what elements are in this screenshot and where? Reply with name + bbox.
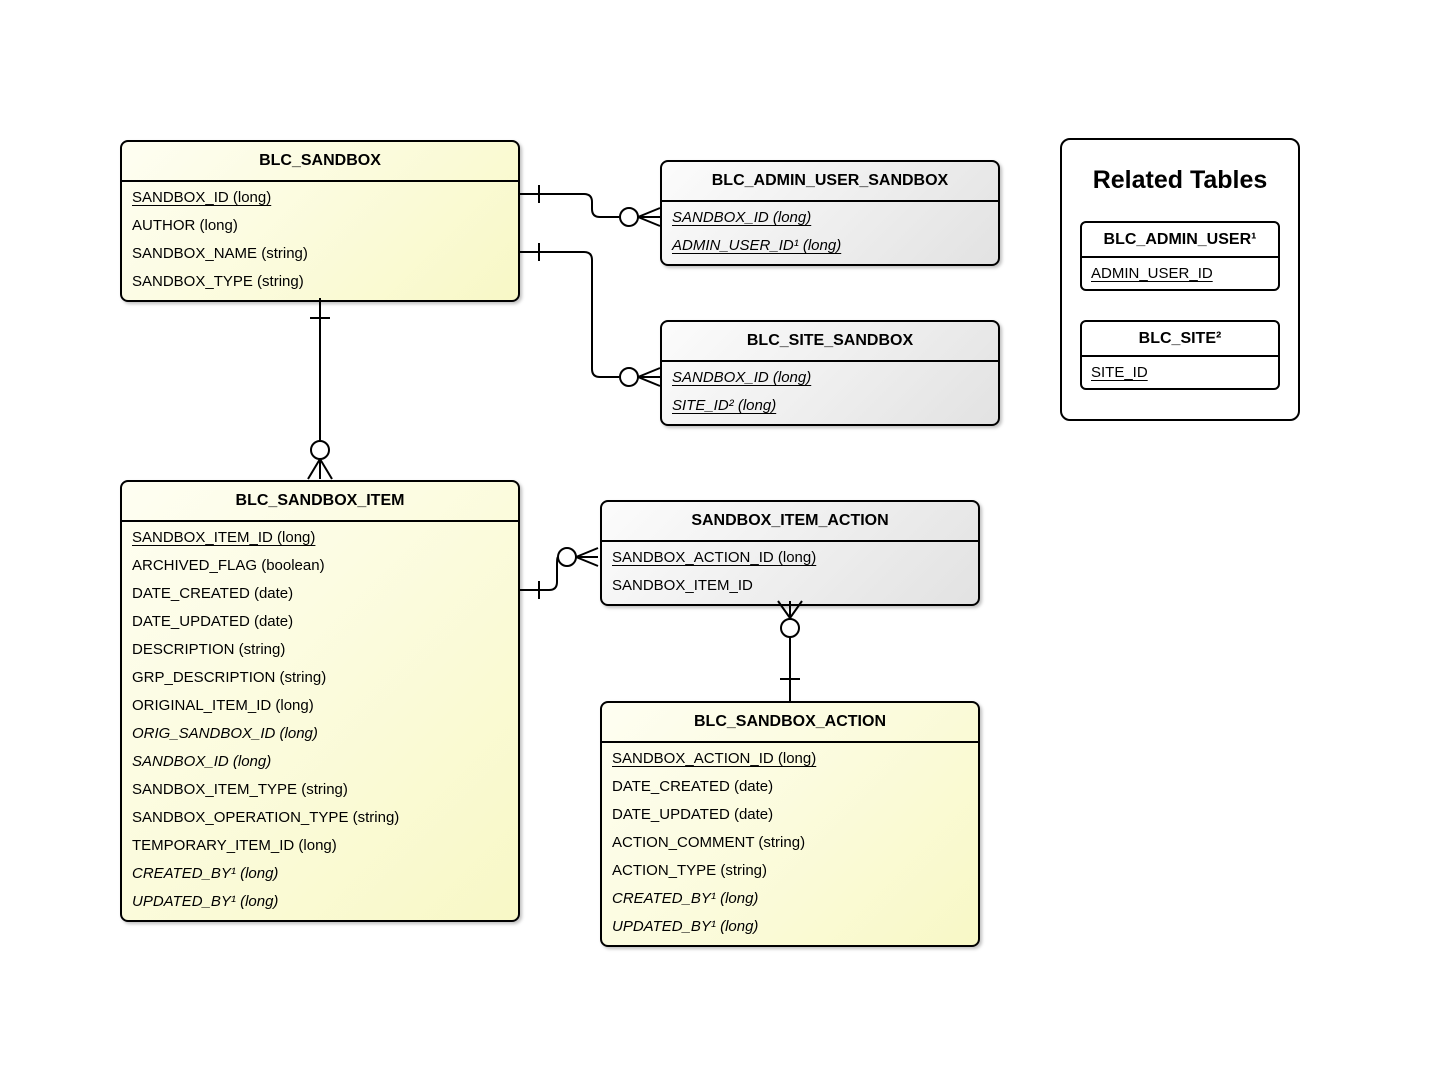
field-created_by: CREATED_BY¹ (long) (132, 865, 279, 882)
table-sandbox-item-action: SANDBOX_ITEM_ACTION SANDBOX_ACTION_ID (l… (600, 500, 980, 606)
table-fields: SANDBOX_ITEM_ID (long) ARCHIVED_FLAG (boo… (122, 522, 518, 920)
table-blc-sandbox-action: BLC_SANDBOX_ACTION SANDBOX_ACTION_ID (lo… (600, 701, 980, 947)
field-orig_sandbox_id: ORIG_SANDBOX_ID (long) (132, 725, 318, 742)
table-fields: SANDBOX_ID (long) ADMIN_USER_ID¹ (long) (662, 202, 998, 264)
field-site_id: SITE_ID (1091, 364, 1148, 381)
table-fields: SANDBOX_ID (long) SITE_ID² (long) (662, 362, 998, 424)
field-admin_user_id: ADMIN_USER_ID¹ (long) (672, 237, 842, 254)
field-sandbox_operation_type: SANDBOX_OPERATION_TYPE (string) (132, 809, 400, 826)
field-action_comment: ACTION_COMMENT (string) (612, 834, 806, 851)
table-title: SANDBOX_ITEM_ACTION (602, 502, 978, 542)
field-description: DESCRIPTION (string) (132, 641, 286, 658)
field-site_id: SITE_ID² (long) (672, 397, 777, 414)
field-sandbox_item_id: SANDBOX_ITEM_ID (612, 577, 753, 594)
field-date_created: DATE_CREATED (date) (612, 778, 774, 795)
field-date_created: DATE_CREATED (date) (132, 585, 294, 602)
field-sandbox_action_id: SANDBOX_ACTION_ID (long) (612, 750, 817, 767)
field-sandbox_item_type: SANDBOX_ITEM_TYPE (string) (132, 781, 348, 798)
table-fields: SANDBOX_ACTION_ID (long) SANDBOX_ITEM_ID (602, 542, 978, 604)
field-updated_by: UPDATED_BY¹ (long) (612, 918, 759, 935)
table-title: BLC_SANDBOX (122, 142, 518, 182)
connector-item-action-to-sandbox-action (777, 600, 803, 701)
field-action_type: ACTION_TYPE (string) (612, 862, 768, 879)
connector-sandbox-to-admin-user-sandbox (518, 185, 661, 227)
field-created_by: CREATED_BY¹ (long) (612, 890, 759, 907)
field-grp_description: GRP_DESCRIPTION (string) (132, 669, 327, 686)
table-title: BLC_SANDBOX_ITEM (122, 482, 518, 522)
field-archived_flag: ARCHIVED_FLAG (boolean) (132, 557, 325, 574)
table-blc-site-sandbox: BLC_SITE_SANDBOX SANDBOX_ID (long) SITE_I… (660, 320, 1000, 426)
field-author: AUTHOR (long) (132, 217, 238, 234)
table-fields: ADMIN_USER_ID (1082, 258, 1278, 289)
field-sandbox_name: SANDBOX_NAME (string) (132, 245, 308, 262)
related-tables-title: Related Tables (1092, 166, 1268, 194)
table-fields: SANDBOX_ID (long) AUTHOR (long) SANDBOX_NA… (122, 182, 518, 300)
field-admin_user_id: ADMIN_USER_ID (1091, 265, 1213, 282)
connector-sandbox-to-site-sandbox (518, 243, 661, 387)
table-title: BLC_ADMIN_USER¹ (1082, 223, 1278, 258)
table-blc-sandbox-item: BLC_SANDBOX_ITEM SANDBOX_ITEM_ID (long) A… (120, 480, 520, 922)
field-sandbox_action_id: SANDBOX_ACTION_ID (long) (612, 549, 817, 566)
connector-sandbox-to-sandbox-item (307, 298, 333, 480)
connector-sandbox-item-to-item-action (518, 547, 599, 599)
field-sandbox_id: SANDBOX_ID (long) (672, 369, 812, 386)
table-blc-site: BLC_SITE² SITE_ID (1080, 320, 1280, 390)
table-fields: SANDBOX_ACTION_ID (long) DATE_CREATED (da… (602, 743, 978, 945)
table-blc-admin-user-sandbox: BLC_ADMIN_USER_SANDBOX SANDBOX_ID (long)… (660, 160, 1000, 266)
field-sandbox_id: SANDBOX_ID (long) (132, 189, 272, 206)
table-fields: SITE_ID (1082, 357, 1278, 388)
field-sandbox_id: SANDBOX_ID (long) (132, 753, 272, 770)
field-date_updated: DATE_UPDATED (date) (132, 613, 294, 630)
table-title: BLC_SITE² (1082, 322, 1278, 357)
field-original_item_id: ORIGINAL_ITEM_ID (long) (132, 697, 314, 714)
field-date_updated: DATE_UPDATED (date) (612, 806, 774, 823)
table-blc-sandbox: BLC_SANDBOX SANDBOX_ID (long) AUTHOR (lon… (120, 140, 520, 302)
field-sandbox_type: SANDBOX_TYPE (string) (132, 273, 304, 290)
table-title: BLC_ADMIN_USER_SANDBOX (662, 162, 998, 202)
field-sandbox_item_id: SANDBOX_ITEM_ID (long) (132, 529, 316, 546)
table-title: BLC_SITE_SANDBOX (662, 322, 998, 362)
table-blc-admin-user: BLC_ADMIN_USER¹ ADMIN_USER_ID (1080, 221, 1280, 291)
field-updated_by: UPDATED_BY¹ (long) (132, 893, 279, 910)
field-sandbox_id: SANDBOX_ID (long) (672, 209, 812, 226)
field-temporary_item_id: TEMPORARY_ITEM_ID (long) (132, 837, 337, 854)
table-title: BLC_SANDBOX_ACTION (602, 703, 978, 743)
